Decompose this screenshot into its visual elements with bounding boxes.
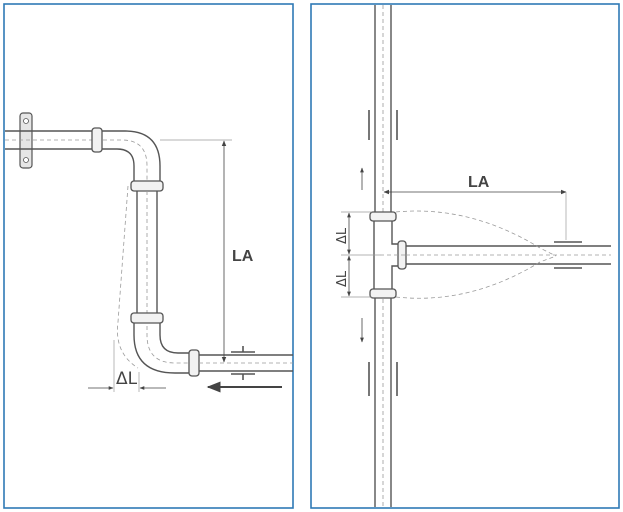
tee-fitting (369, 211, 407, 299)
delta-l-dimension (88, 340, 166, 392)
top-horizontal-pipe (5, 130, 96, 150)
right-la-dimension (383, 189, 567, 240)
right-panel: LA ΔL ΔL (310, 3, 620, 509)
bottom-horizontal-pipe (199, 354, 293, 372)
right-la-label: LA (468, 174, 490, 191)
pipe-clamp (19, 112, 33, 169)
riser-guides (368, 110, 398, 396)
displaced-branch-outline (395, 210, 557, 299)
left-panel-frame (3, 3, 294, 509)
fixed-point (231, 346, 255, 380)
left-panel: LA ΔL (3, 3, 294, 509)
left-la-label: LA (232, 248, 254, 265)
top-elbow (91, 127, 164, 192)
vertical-pipe (136, 191, 158, 314)
la-dimension (160, 139, 232, 363)
right-delta-l-top-label: ΔL (335, 227, 350, 244)
branch-pipe (406, 241, 611, 269)
displaced-pipe-outline (117, 185, 139, 369)
right-delta-l-bottom-label: ΔL (335, 270, 350, 287)
riser-pipe (374, 5, 392, 507)
right-delta-l-dimensions (341, 211, 380, 298)
left-delta-l-label: ΔL (116, 369, 138, 389)
right-panel-frame (310, 3, 620, 509)
bottom-elbow (130, 312, 200, 377)
